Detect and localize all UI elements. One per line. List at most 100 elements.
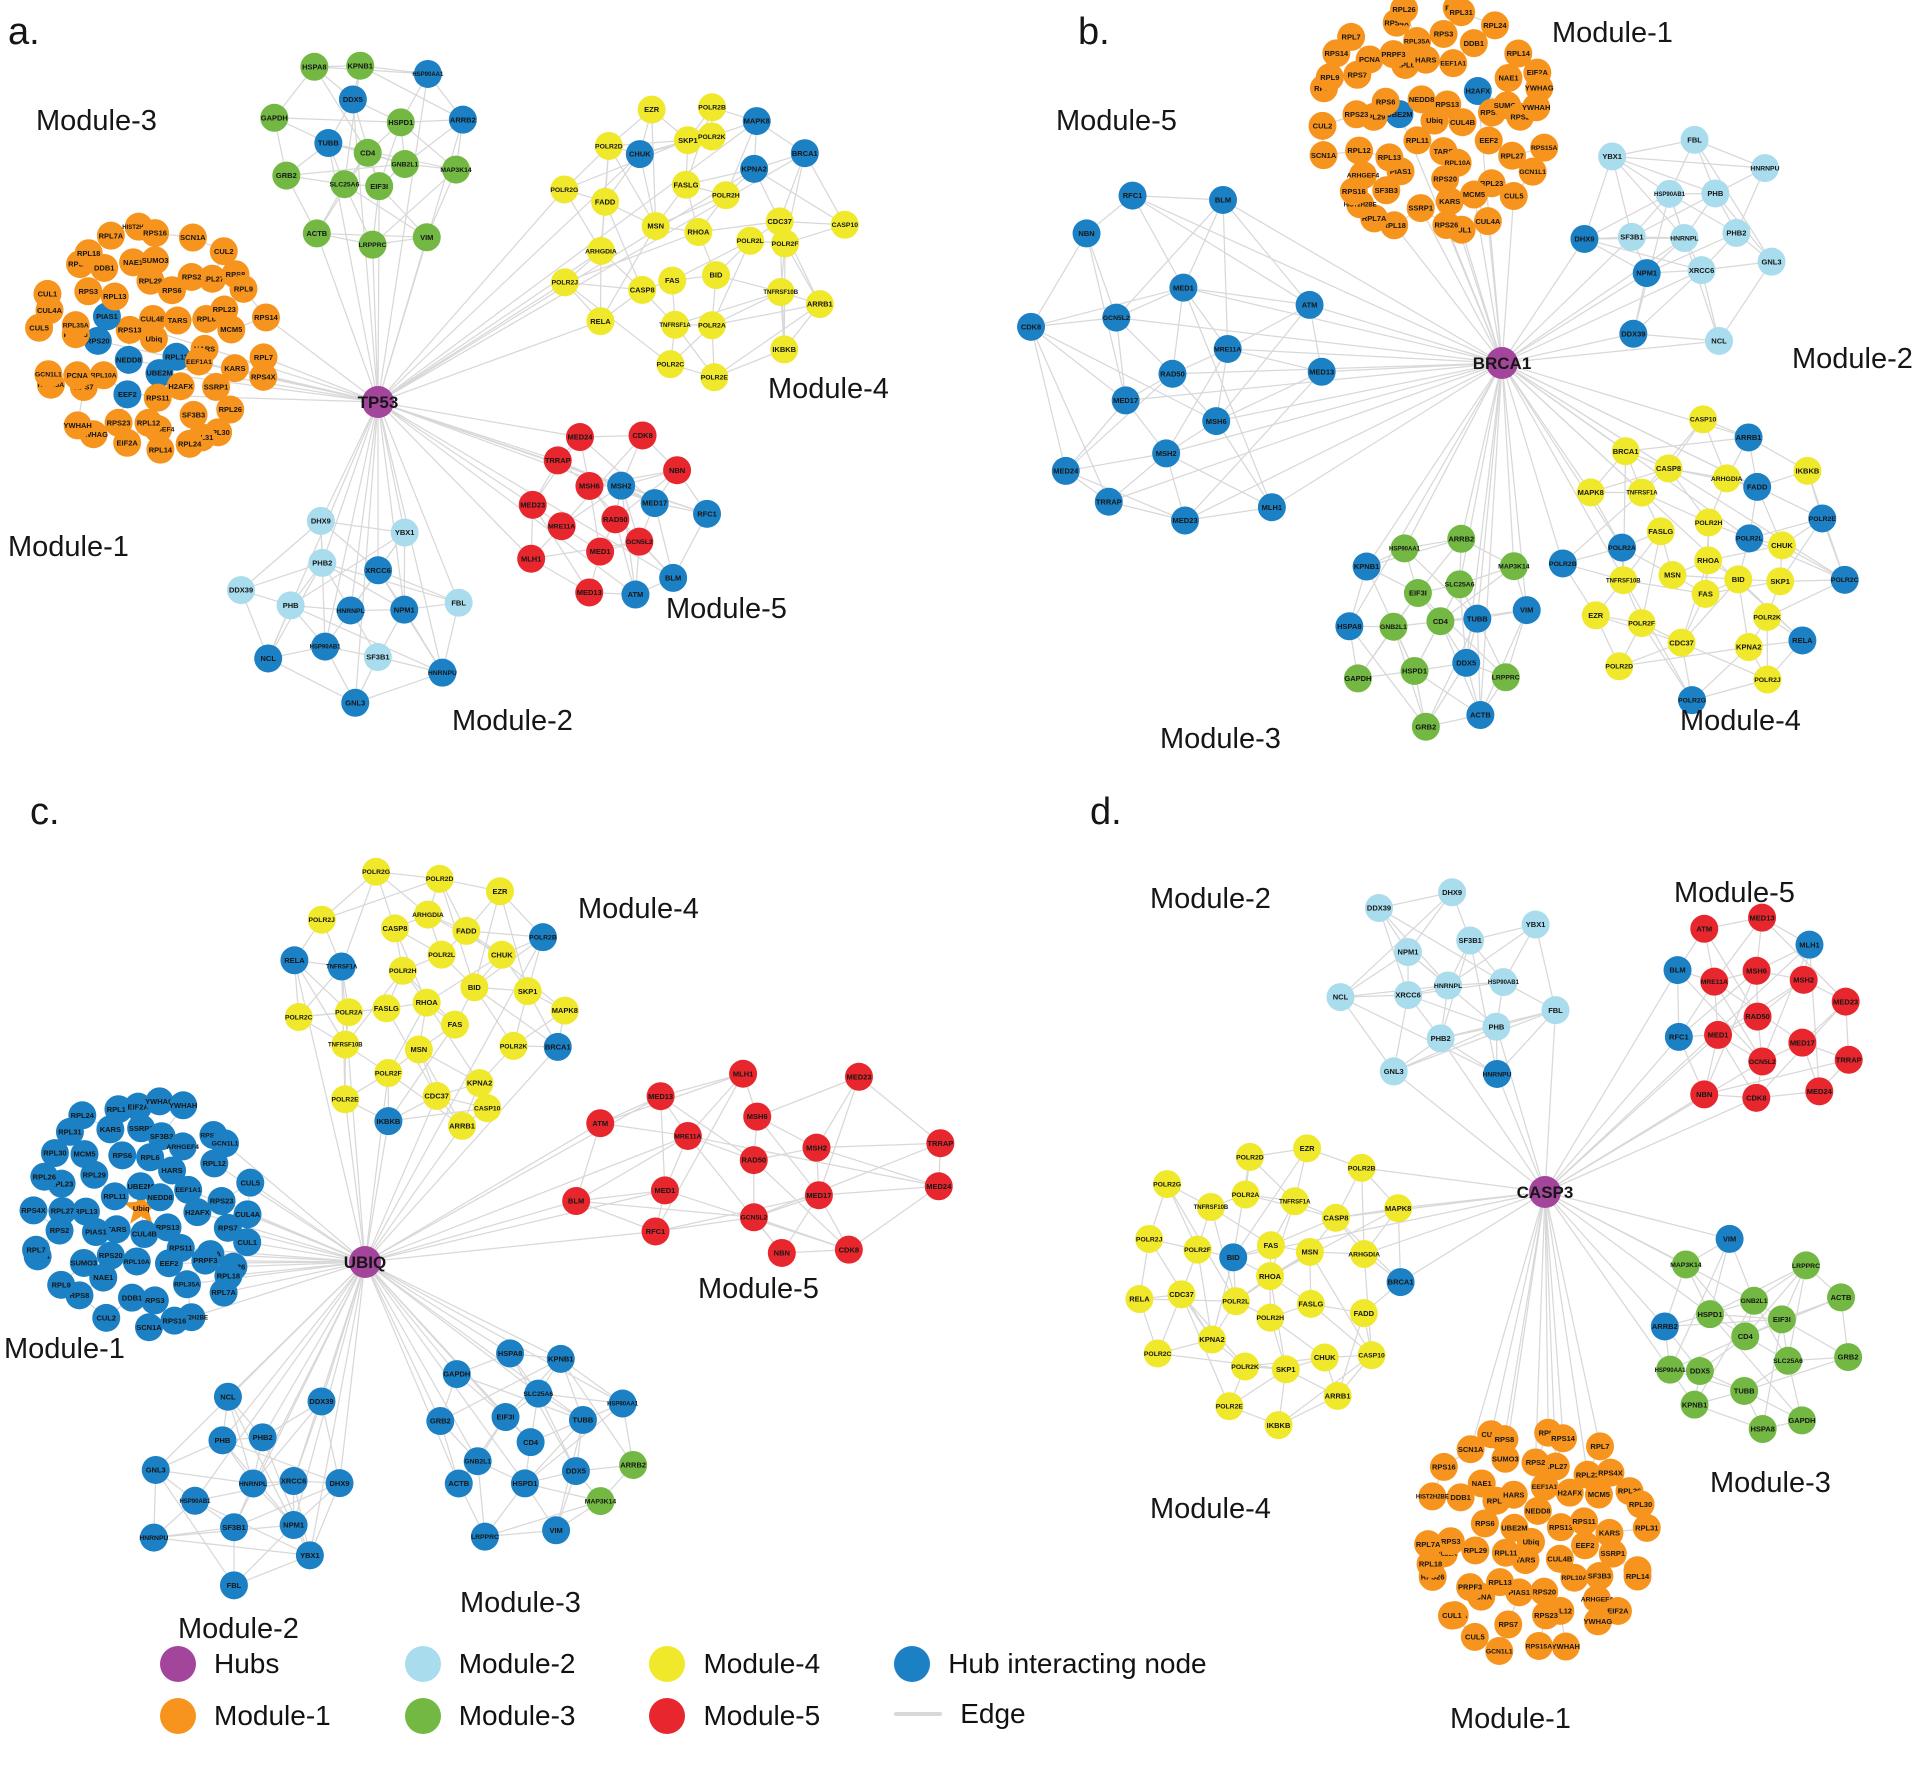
gene-node-label: MLH1 [1262,503,1282,512]
gene-node-label: HARS [1415,55,1436,64]
gene-node [650,1176,679,1205]
gene-node [729,1059,758,1088]
gene-node [1808,504,1837,533]
gene-node [1456,1435,1485,1464]
gene-node [1753,665,1782,694]
gene-node-label: HSPD1 [1698,1310,1723,1319]
gene-node [1742,956,1771,985]
gene-node-label: EIF3I [1409,589,1427,598]
gene-node-label: CASP10 [1690,417,1717,424]
module-label: Module-1 [1552,17,1673,49]
gene-node [591,187,620,216]
gene-node [89,1263,118,1292]
edge [1479,609,1528,716]
gene-node-label: RPL13 [74,1207,97,1216]
gene-node-label: POLR2C [1144,1351,1172,1358]
gene-node [1352,552,1381,581]
gene-node [628,275,657,304]
gene-node-label: POLR2F [1184,1247,1211,1254]
gene-node-label: FASLG [673,180,698,189]
gene-node-label: FASLG [374,1004,399,1013]
gene-node-label: HSP90AB1 [310,645,342,651]
gene-node [173,1270,202,1299]
legend-item-module-1: Module-1 [160,1698,331,1734]
gene-node [767,1238,796,1267]
edge [313,66,369,154]
gene-node-label: DDX5 [1690,1367,1710,1376]
gene-node-label: BLM [1215,196,1231,205]
gene-node [425,864,454,893]
edge [757,1076,860,1118]
gene-node-label: CUL4A [235,1210,261,1219]
edge [816,1142,941,1149]
gene-node-label: RPL23 [50,1179,73,1188]
gene-node-label: ARRB1 [807,300,833,309]
edge [1713,981,1763,1062]
gene-node-label: CD4 [360,148,376,157]
gene-node [1202,407,1231,436]
gene-node-label: RFC1 [697,509,717,518]
gene-node [1474,126,1503,155]
gene-node-label: POLR2F [375,1070,402,1077]
edge [1685,1264,1746,1337]
edge [1633,333,1720,342]
gene-node-label: SSRP1 [129,1124,154,1133]
gene-node [248,1423,277,1452]
gene-node [671,170,700,199]
edge [816,1147,939,1187]
edge [322,562,405,611]
gene-node [1480,11,1509,40]
gene-node-label: HIST2H2BE [1344,202,1377,208]
gene-node [249,362,278,391]
edge [524,1403,624,1484]
gene-node [158,1156,187,1185]
gene-node [364,556,393,585]
gene-node-label: LRPPRC [359,242,387,249]
gene-node [1596,1458,1625,1487]
gene-node-label: RPL7 [26,1245,45,1254]
gene-node [1731,1322,1760,1351]
gene-node [1309,141,1338,170]
gene-node-label: KARS [224,364,245,373]
gene-node-label: MAPK8 [1578,488,1604,497]
legend-label-module-3: Module-3 [458,1700,576,1731]
gene-node [1632,1513,1661,1542]
gene-node [491,1403,520,1432]
gene-node-label: GNB2L1 [1741,1298,1768,1305]
edge [233,1261,366,1268]
edge [599,225,657,322]
gene-node-label: RPS6 [1475,1519,1495,1528]
gene-node [1632,259,1661,288]
gene-node [473,1094,502,1123]
gene-node-label: MED13 [577,588,602,597]
gene-node-label: SF3B3 [1588,1572,1611,1581]
gene-node-label: EEF2 [1479,136,1498,145]
gene-node-label: POLR2L [737,238,764,245]
gene-node [113,428,142,457]
gene-node-label: RPL23 [1480,179,1503,188]
gene-node-label: EEF1A1 [1532,1484,1558,1491]
edge [292,1261,366,1482]
gene-node-label: SLC25A6 [1773,1358,1803,1365]
gene-node-label: RPL35A [1404,38,1430,45]
edge [262,1261,366,1438]
gene-node-label: MED24 [567,433,593,442]
gene-node [1734,423,1763,452]
gene-node [1167,1280,1196,1309]
gene-node [1605,652,1634,681]
gene-node [390,595,419,624]
gene-node [1394,981,1423,1010]
gene-node-label: MED13 [1309,367,1334,376]
edge [1490,1191,1546,1435]
gene-node-label: XRCC6 [281,1477,306,1486]
gene-node-label: RPS23 [210,1197,234,1206]
gene-node [586,537,615,566]
gene-node-label: RPS13 [156,1223,180,1232]
gene-node-label: RPS6 [112,1151,132,1160]
gene-node [565,423,594,452]
gene-node-label: DHX9 [330,1479,350,1488]
gene-node-label: RPS26 [68,260,92,269]
gene-node-label: MED24 [1053,467,1079,476]
gene-node-label: PIAS1 [1390,167,1412,176]
edge [1222,199,1229,349]
